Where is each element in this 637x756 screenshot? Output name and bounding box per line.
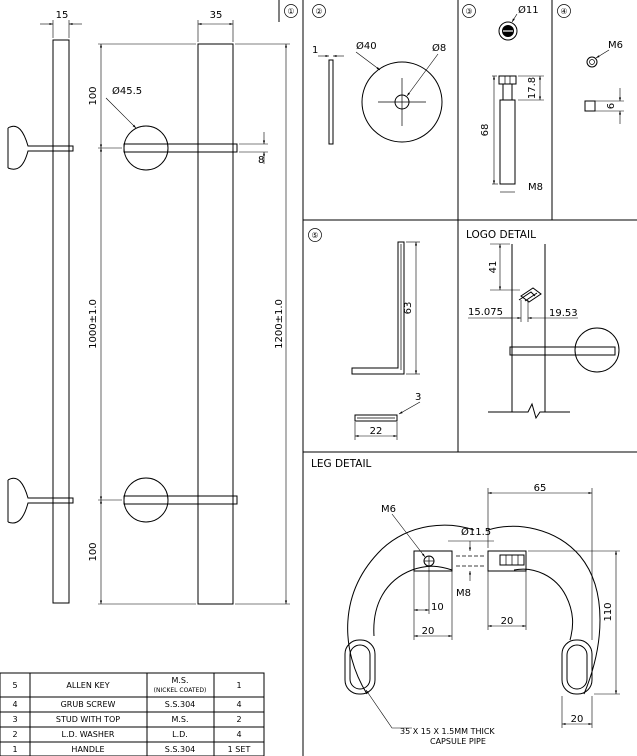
bom-row-5-qty: 1 — [236, 681, 241, 690]
stud-dia11-label: Ø11 — [518, 4, 539, 16]
dim-100-top-label: 100 — [88, 86, 99, 105]
stud-68-label: 68 — [480, 124, 491, 137]
leg-detail: LEG DETAIL 65 M6 — [311, 458, 620, 746]
bom-row-4-mat: S.S.304 — [165, 700, 196, 709]
bom-row-5-mat: M.S. — [171, 676, 188, 685]
bom-row-2-qty: 4 — [236, 730, 241, 739]
leg-20a-label: 20 — [422, 626, 435, 637]
bom-row-4-name: GRUB SCREW — [61, 700, 116, 709]
handle-side-view — [7, 39, 74, 604]
logo-detail-title: LOGO DETAIL — [466, 229, 536, 241]
stud-m8-label: M8 — [528, 182, 543, 193]
dim-100-bot-label: 100 — [88, 542, 99, 561]
allen-22-label: 22 — [370, 426, 383, 437]
allen-key-view: 63 3 22 — [351, 241, 421, 440]
grub-6-label: 6 — [606, 103, 617, 109]
bom-table: 5 ALLEN KEY M.S. (NICKEL COATED) 1 4 GRU… — [0, 672, 265, 756]
dim-15-label: 15 — [56, 10, 69, 21]
washer-dia40-label: Ø40 — [356, 40, 377, 52]
dim-dia455-label: Ø45.5 — [112, 85, 142, 97]
bom-row-3-no: 3 — [12, 715, 17, 724]
bom-row-2-name: L.D. WASHER — [62, 730, 115, 739]
stud-178-label: 17.8 — [527, 77, 538, 99]
logo-15075-label: 15.075 — [468, 307, 503, 318]
washer-view: 1 Ø40 Ø8 — [312, 40, 446, 145]
svg-text:⑤: ⑤ — [311, 231, 318, 240]
dim-1200-label: 1200±1.0 — [274, 299, 285, 349]
dim-35-label: 35 — [210, 10, 223, 21]
grub-m6-label: M6 — [608, 40, 623, 51]
leg-detail-title: LEG DETAIL — [311, 458, 372, 470]
handle-front-view — [123, 43, 238, 605]
leg-pipe-note-line2: CAPSULE PIPE — [430, 737, 486, 746]
bom-row-3-qty: 2 — [236, 715, 241, 724]
leg-110-label: 110 — [603, 602, 614, 621]
leg-m6-label: M6 — [381, 504, 396, 515]
allen-3-label: 3 — [415, 392, 421, 403]
bom-row-3-mat: M.S. — [171, 715, 188, 724]
logo-41-label: 41 — [488, 261, 499, 274]
sheet-frame — [278, 0, 637, 756]
leg-65-label: 65 — [534, 483, 547, 494]
svg-text:④: ④ — [560, 7, 567, 16]
svg-text:①: ① — [287, 7, 294, 16]
view-marker-5: ⑤ — [308, 228, 322, 242]
washer-dia8-label: Ø8 — [432, 42, 446, 54]
allen-63-label: 63 — [403, 302, 414, 315]
logo-detail: LOGO DETAIL 41 15.075 19.53 — [466, 229, 620, 420]
grub-view: M6 6 — [584, 40, 624, 124]
stud-view: Ø11 17.8 68 M8 — [480, 4, 544, 193]
view-marker-3: ③ — [462, 4, 476, 18]
bom-row-2-mat: L.D. — [172, 730, 188, 739]
washer-dim-1-label: 1 — [312, 45, 318, 56]
dim-1000-label: 1000±1.0 — [88, 299, 99, 349]
bom-row-4-no: 4 — [12, 700, 17, 709]
svg-text:②: ② — [315, 7, 322, 16]
bom-row-1-name: HANDLE — [71, 745, 104, 754]
bom-row-5-name: ALLEN KEY — [66, 681, 109, 690]
view-marker-1: ① — [284, 4, 298, 18]
svg-text:③: ③ — [465, 7, 472, 16]
bom-row-1-mat: S.S.304 — [165, 745, 196, 754]
leg-pipe-note-line1: 35 X 15 X 1.5MM THICK — [400, 727, 495, 736]
leg-20b-label: 20 — [501, 616, 514, 627]
bom-row-2-no: 2 — [12, 730, 17, 739]
bom-row-5-mat-note: (NICKEL COATED) — [154, 687, 207, 694]
leg-m8-label: M8 — [456, 588, 471, 599]
bom-row-3-name: STUD WITH TOP — [56, 715, 120, 724]
main-dimensions: 15 35 100 Ø45.5 8 1000±1.0 100 1200±1.0 — [40, 10, 290, 605]
bom-row-1-no: 1 — [12, 745, 17, 754]
bom-row-1-qty: 1 SET — [228, 745, 251, 754]
dim-8-label: 8 — [258, 155, 264, 166]
leg-20c-label: 20 — [571, 714, 584, 725]
leg-dia115-label: Ø11.5 — [461, 526, 491, 538]
logo-1953-label: 19.53 — [549, 308, 578, 319]
bom-row-5-no: 5 — [12, 681, 17, 690]
bom-row-4-qty: 4 — [236, 700, 241, 709]
view-marker-4: ④ — [557, 4, 571, 18]
leg-10-label: 10 — [431, 602, 444, 613]
view-marker-2: ② — [312, 4, 326, 18]
